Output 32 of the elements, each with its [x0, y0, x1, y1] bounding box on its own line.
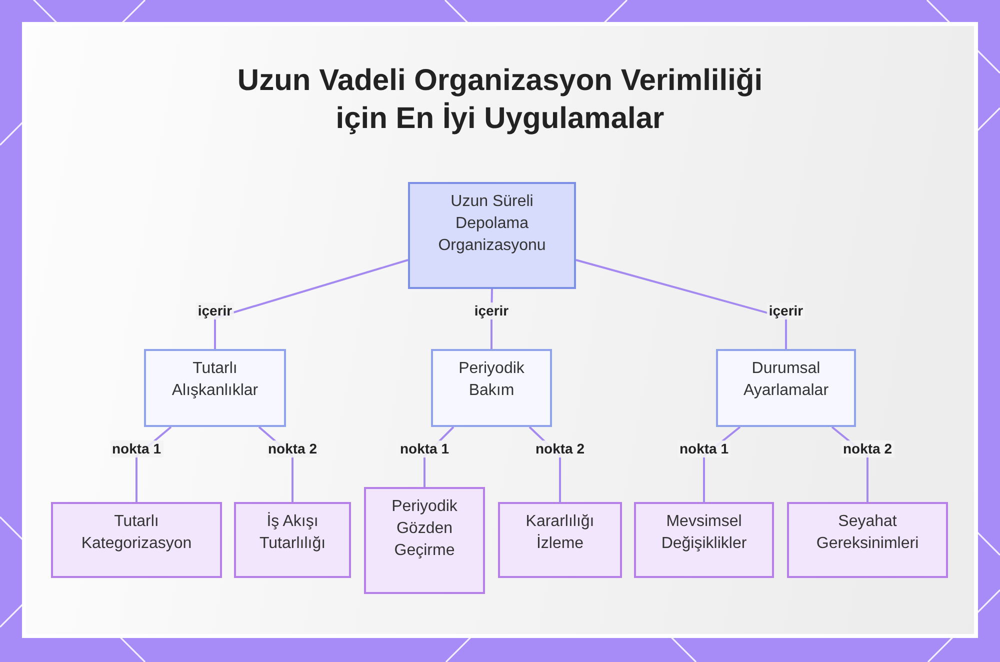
- node-label: Tutarlı Kategorizasyon: [80, 512, 193, 554]
- connector-line: [214, 259, 408, 349]
- node-label: Periyodik Gözden Geçirme: [390, 497, 458, 561]
- item-box: [364, 487, 485, 594]
- edge-label: nokta 2: [534, 440, 586, 458]
- node-label: Tutarlı Alışkanlıklar: [170, 359, 260, 401]
- connector-line: [576, 259, 787, 349]
- item-box: [234, 502, 351, 578]
- item-box: [51, 502, 222, 578]
- topic-box: [408, 182, 576, 289]
- edge-label: nokta 1: [678, 440, 730, 458]
- edge-label: nokta 1: [110, 440, 163, 458]
- edge-label: içerir: [196, 302, 234, 320]
- category-box: [431, 349, 552, 427]
- node-label: Mevsimsel Değişiklikler: [660, 512, 748, 554]
- node-label: Durumsal Ayarlamalar: [742, 359, 830, 401]
- node-label: Kararlılığı İzleme: [524, 512, 596, 554]
- item-box: [498, 502, 622, 578]
- edge-label: içerir: [766, 302, 806, 320]
- node-label: Seyahat Gereksinimleri: [815, 512, 920, 554]
- item-box: [634, 502, 774, 578]
- node-label: İş Akışı Tutarlılığı: [258, 511, 327, 554]
- category-box: [716, 349, 856, 427]
- edge-label: nokta 2: [841, 440, 894, 458]
- node-label: Periyodik Bakım: [458, 359, 526, 401]
- diagram-title: Uzun Vadeli Organizasyon Verimliliği için En İyi Uygulamalar: [236, 63, 764, 137]
- edge-label: nokta 2: [266, 440, 319, 458]
- edge-label: içerir: [472, 302, 511, 320]
- item-box: [787, 502, 948, 578]
- category-box: [144, 349, 286, 427]
- edge-label: nokta 1: [398, 440, 451, 458]
- node-label: Uzun Süreli Depolama Organizasyonu: [437, 192, 547, 256]
